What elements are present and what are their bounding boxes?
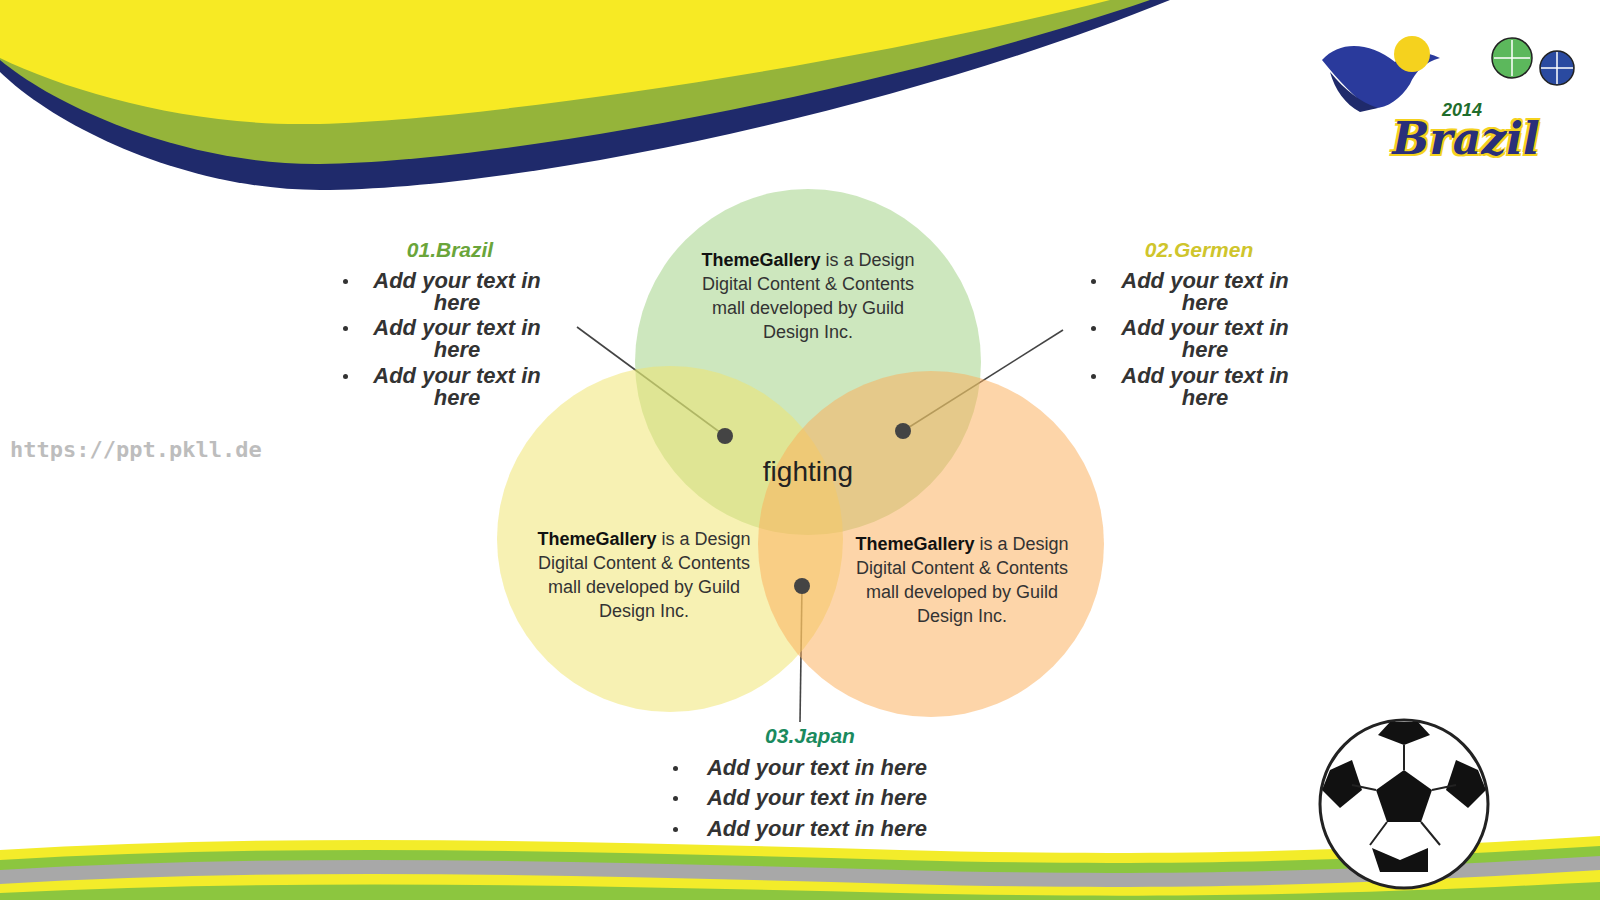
bullet-text: Add your text in here [687, 757, 947, 779]
bullet-text: Add your text in here [357, 270, 557, 314]
venn-circle: ThemeGalleryis a Design Digital Content … [758, 371, 1104, 717]
callout-title: 01.Brazil [407, 238, 493, 262]
watermark: https://ppt.pkll.de [10, 437, 262, 462]
callout-bullet-item: Add your text in here [1091, 365, 1305, 409]
top-swoosh-green [0, 0, 1150, 164]
bullet-text: Add your text in here [1105, 317, 1305, 361]
circle-heading: ThemeGallery [701, 250, 820, 270]
bullet-dot [1091, 374, 1096, 379]
bullet-dot [673, 827, 678, 832]
callout-bullet-item: Add your text in here [1091, 317, 1305, 361]
callout-title: 02.Germen [1145, 238, 1254, 262]
bottom-stripe-green2 [0, 882, 1600, 900]
circle-text: ThemeGalleryis a Design Digital Content … [693, 248, 923, 344]
bullet-text: Add your text in here [687, 818, 947, 840]
callout-bullet-item: Add your text in here [343, 270, 557, 314]
bullet-dot [673, 796, 678, 801]
callout-bullet-item: Add your text in here [343, 317, 557, 361]
callout-bullet-item: Add your text in here [673, 757, 947, 779]
callout-bullet-item: Add your text in here [343, 365, 557, 409]
callout-bullet-item: Add your text in here [673, 787, 947, 809]
top-swoosh-yellow [0, 0, 1110, 124]
bullet-text: Add your text in here [687, 787, 947, 809]
bullet-dot [343, 374, 348, 379]
logo-text: Brazil [1392, 113, 1539, 164]
bullet-dot [1091, 326, 1096, 331]
bullet-dot [1091, 279, 1096, 284]
callout-bullet-item: Add your text in here [673, 818, 947, 840]
bullet-text: Add your text in here [357, 317, 557, 361]
bullet-text: Add your text in here [1105, 270, 1305, 314]
callout-bullet-item: Add your text in here [1091, 270, 1305, 314]
circle-heading: ThemeGallery [855, 534, 974, 554]
center-label: fighting [763, 456, 853, 488]
circle-text: ThemeGalleryis a Design Digital Content … [847, 532, 1077, 628]
bullet-dot [343, 326, 348, 331]
callout-title: 03.Japan [765, 724, 855, 748]
soccer-ball [1320, 720, 1488, 888]
circle-heading: ThemeGallery [537, 529, 656, 549]
bullet-dot [673, 766, 678, 771]
bullet-text: Add your text in here [357, 365, 557, 409]
bullet-dot [343, 279, 348, 284]
circle-text: ThemeGalleryis a Design Digital Content … [529, 527, 759, 623]
top-swoosh-navy [0, 0, 1170, 190]
bullet-text: Add your text in here [1105, 365, 1305, 409]
